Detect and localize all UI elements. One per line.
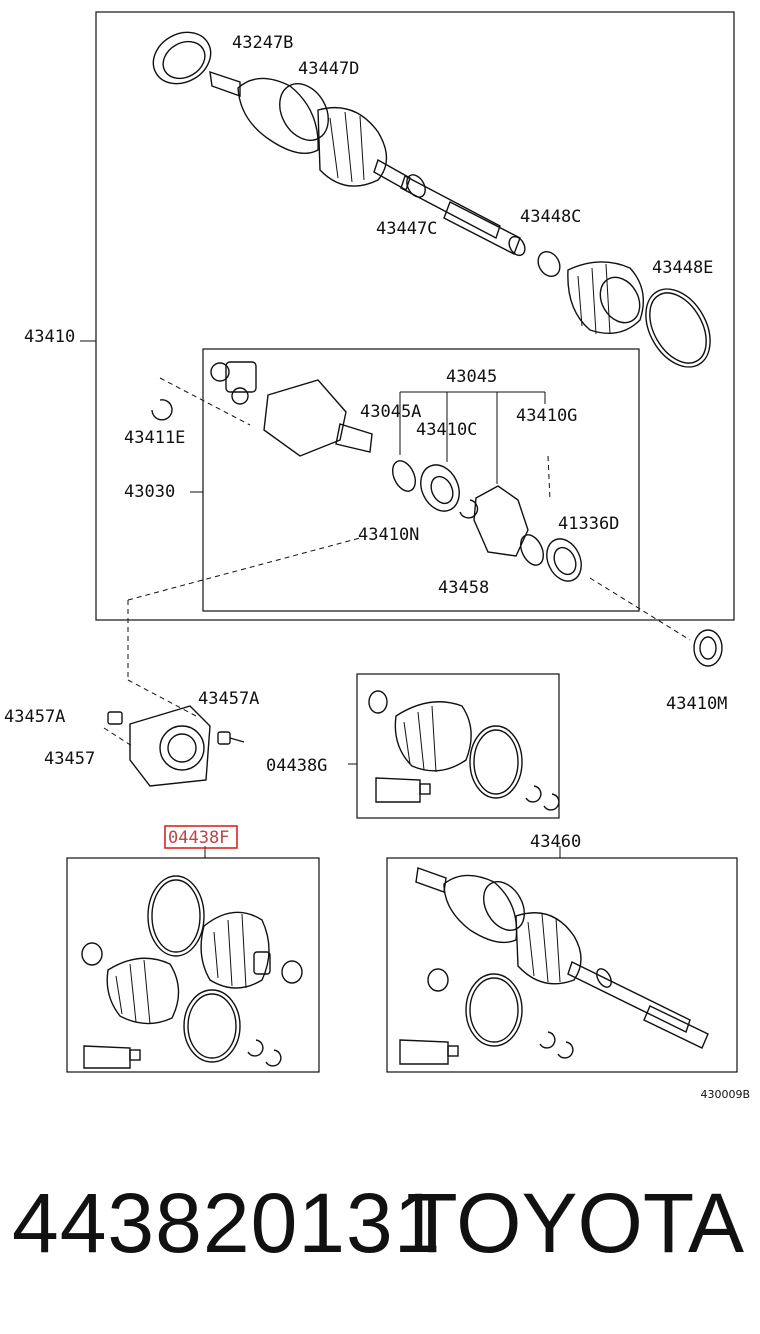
label-41336D: 41336D <box>558 514 619 534</box>
snap-ring-43045A <box>391 460 417 492</box>
drive-shaft <box>400 174 526 257</box>
diagram-code: 430009B <box>700 1088 750 1100</box>
tripod-joint <box>210 361 257 405</box>
bearing-43410C <box>420 464 460 512</box>
snap-ring-43411E <box>151 399 173 421</box>
label-43458: 43458 <box>438 578 489 598</box>
label-43030: 43030 <box>124 482 175 502</box>
seal-43458 <box>519 534 545 566</box>
label-43247B: 43247B <box>232 33 293 53</box>
highlight-04438F <box>164 825 238 849</box>
label-43411E: 43411E <box>124 428 185 448</box>
snap-ring-43410N <box>459 499 479 519</box>
label-43448E: 43448E <box>652 258 713 278</box>
outer-joint-43460-parts <box>399 867 709 1065</box>
label-43457A-right: 43457A <box>198 689 259 709</box>
boot-kit-04438F-parts <box>81 875 303 1069</box>
main-assembly-box <box>95 11 735 621</box>
bolt-43457A-right <box>217 731 245 745</box>
bracket-43410G <box>473 485 529 557</box>
inner-joint-box <box>202 348 640 612</box>
label-43410M: 43410M <box>666 694 727 714</box>
inner-boot-top <box>567 261 644 335</box>
boot-kit-04438F-box <box>66 857 320 1073</box>
label-04438F: 04438F <box>168 828 229 848</box>
label-43045A: 43045A <box>360 402 421 422</box>
inner-joint-housing <box>263 379 373 457</box>
label-43410G: 43410G <box>516 406 577 426</box>
footer: 443820131 TOYOTA <box>0 1175 760 1285</box>
outer-joint-boot-ring <box>152 31 212 85</box>
clamp-43448E <box>645 288 711 368</box>
boot-kit-04438G-box <box>356 673 560 819</box>
dust-seal-43410M <box>693 629 723 667</box>
outer-boot <box>317 106 411 192</box>
label-43457: 43457 <box>44 749 95 769</box>
label-43410: 43410 <box>24 327 75 347</box>
label-43460: 43460 <box>530 832 581 852</box>
parts-diagram: 43247B 43447D 43447C 43448C 43448E 43410… <box>4 11 750 1100</box>
label-43448C: 43448C <box>520 207 581 227</box>
bearing-bracket-43457 <box>129 705 211 787</box>
label-43410C: 43410C <box>416 420 477 440</box>
label-04438G: 04438G <box>266 756 327 776</box>
label-43045: 43045 <box>446 367 497 387</box>
label-43447C: 43447C <box>376 219 437 239</box>
dust-cover-41336D <box>546 538 582 582</box>
outer-joint-43460-box <box>386 857 738 1073</box>
clamp-43448C <box>537 250 561 278</box>
label-43447D: 43447D <box>298 59 359 79</box>
brand-name: TOYOTA <box>406 1176 744 1270</box>
boot-kit-04438G-parts <box>368 690 560 811</box>
label-43410N: 43410N <box>358 525 419 545</box>
part-number: 443820131 <box>12 1176 442 1270</box>
bolt-43457A-left <box>107 711 123 725</box>
label-43457A-left: 43457A <box>4 707 65 727</box>
